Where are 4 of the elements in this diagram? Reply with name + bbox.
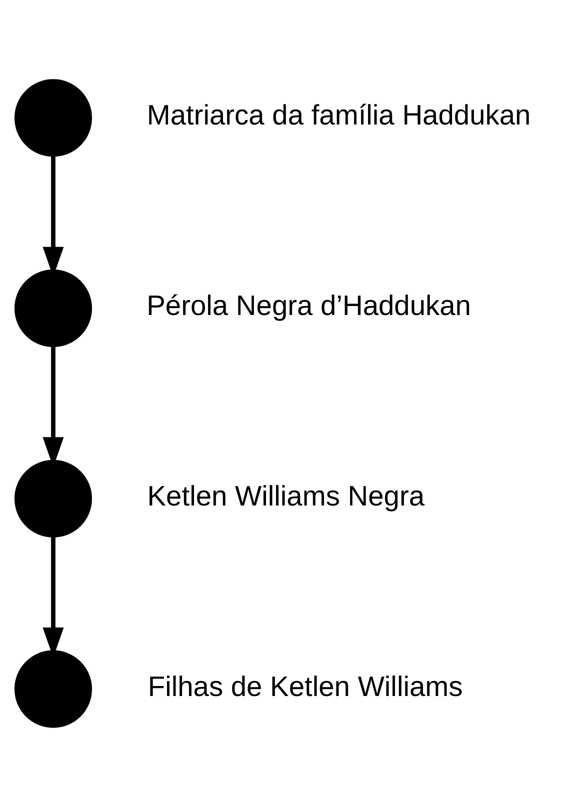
node-label: Matriarca da família Haddukan (146, 98, 531, 130)
node-label: Ketlen Williams Negra (147, 478, 425, 511)
node-label: Filhas de Ketlen Williams (148, 669, 463, 702)
node-label: Pérola Negra d’Haddukan (146, 288, 472, 321)
